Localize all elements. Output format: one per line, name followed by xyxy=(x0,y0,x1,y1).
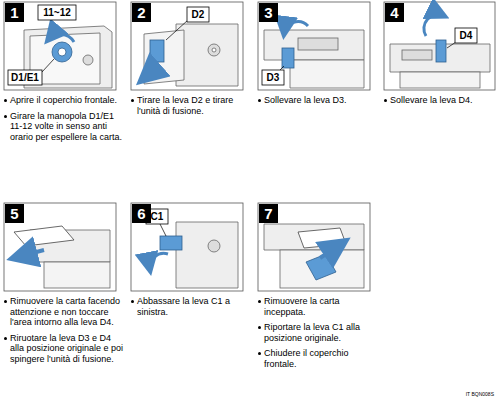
step-number: 3 xyxy=(259,3,278,22)
panel-frame xyxy=(384,2,495,90)
instruction-text: Sollevare la leva D4. xyxy=(383,95,497,106)
paper xyxy=(14,226,74,246)
callout-box xyxy=(187,7,209,22)
instruction-column: Tirare la leva D2 e tirare l'unità di fu… xyxy=(130,95,252,121)
step-number: 5 xyxy=(5,204,24,223)
instruction-column: Sollevare la leva D3. xyxy=(257,95,379,111)
instruction-column: Rimuovere la carta facendo attenzione e … xyxy=(3,296,125,369)
panel-frame xyxy=(4,2,116,90)
instruction-text: Aprire il coperchio frontale. xyxy=(3,95,125,106)
screw xyxy=(212,48,216,52)
lift-arrow xyxy=(284,22,308,34)
lift-arrow xyxy=(424,15,444,36)
instruction-column: Abbassare la leva C1 a sinistra. xyxy=(130,296,252,322)
roller xyxy=(298,38,338,50)
knob xyxy=(52,42,72,62)
step-number: 1 xyxy=(5,3,24,22)
knob-center xyxy=(58,48,66,56)
instruction-text: Riportare la leva C1 alla posizione orig… xyxy=(257,322,379,343)
screw xyxy=(83,55,93,65)
roller xyxy=(402,50,432,60)
callout-box xyxy=(8,70,42,85)
pull-arrow xyxy=(142,66,158,80)
fusing-unit xyxy=(264,30,364,60)
instruction-text: Girare la manopola D1/E1 11-12 volte in … xyxy=(3,111,125,143)
step-badge xyxy=(5,3,24,22)
callout-box xyxy=(455,28,477,43)
lower-arrow xyxy=(150,253,168,270)
step-badge xyxy=(259,3,278,22)
leader-line xyxy=(42,59,54,72)
screw xyxy=(208,44,220,56)
panel-frame xyxy=(131,203,243,291)
callout-label: D2 xyxy=(187,7,209,22)
remove-arrow xyxy=(14,250,44,258)
fusing-unit xyxy=(144,30,184,84)
figure-code: IT BQN008S xyxy=(430,391,494,398)
callout-label: D1/E1 xyxy=(8,70,42,85)
machine-body xyxy=(44,262,110,288)
step-number: 6 xyxy=(132,204,151,223)
panel-frame xyxy=(258,2,370,90)
lever xyxy=(160,236,182,250)
step-number: 7 xyxy=(259,204,278,223)
panel-frame xyxy=(4,203,116,291)
lever xyxy=(436,40,446,62)
instruction-text: Abbassare la leva C1 a sinistra. xyxy=(130,296,252,317)
callout-box xyxy=(262,70,284,85)
machine-body xyxy=(400,72,480,88)
machine-body xyxy=(176,222,238,288)
instruction-text: Riruotare la leva D3 e D4 alla posizione… xyxy=(3,333,125,365)
lever xyxy=(282,48,294,68)
step-badge xyxy=(132,3,151,22)
step-badge xyxy=(132,204,151,223)
leader-line xyxy=(280,66,284,70)
lever xyxy=(150,40,164,62)
panel-frame xyxy=(258,203,370,291)
callout-box xyxy=(38,5,76,20)
panel-frame xyxy=(131,2,243,90)
rotate-arrow xyxy=(48,34,74,42)
machine-body xyxy=(264,224,364,250)
machine-body xyxy=(176,24,238,86)
leader-line xyxy=(166,20,188,40)
callout-label: D3 xyxy=(262,70,284,85)
instruction-text: Sollevare la leva D3. xyxy=(257,95,379,106)
remove-arrow xyxy=(320,242,344,258)
instruction-column: Rimuovere la carta inceppata. Riportare l… xyxy=(257,296,379,374)
instruction-text: Chiudere il coperchio frontale. xyxy=(257,348,379,369)
step-number: 4 xyxy=(385,3,404,22)
callout-label: 11~12 xyxy=(38,5,76,20)
machine-body xyxy=(290,60,364,88)
step-number: 2 xyxy=(132,3,151,22)
instruction-column: Sollevare la leva D4. xyxy=(383,95,497,111)
callout-label: C1 xyxy=(146,209,168,224)
instruction-column: Aprire il coperchio frontale. Girare la m… xyxy=(3,95,125,147)
instruction-text: Tirare la leva D2 e tirare l'unità di fu… xyxy=(130,95,252,116)
callout-label: D4 xyxy=(455,28,477,43)
step-badge xyxy=(385,3,404,22)
screw xyxy=(208,240,220,252)
instruction-text: Rimuovere la carta facendo attenzione e … xyxy=(3,296,125,328)
leader-line xyxy=(160,224,166,236)
step-badge xyxy=(259,204,278,223)
instruction-text: Rimuovere la carta inceppata. xyxy=(257,296,379,317)
step-badge xyxy=(5,204,24,223)
